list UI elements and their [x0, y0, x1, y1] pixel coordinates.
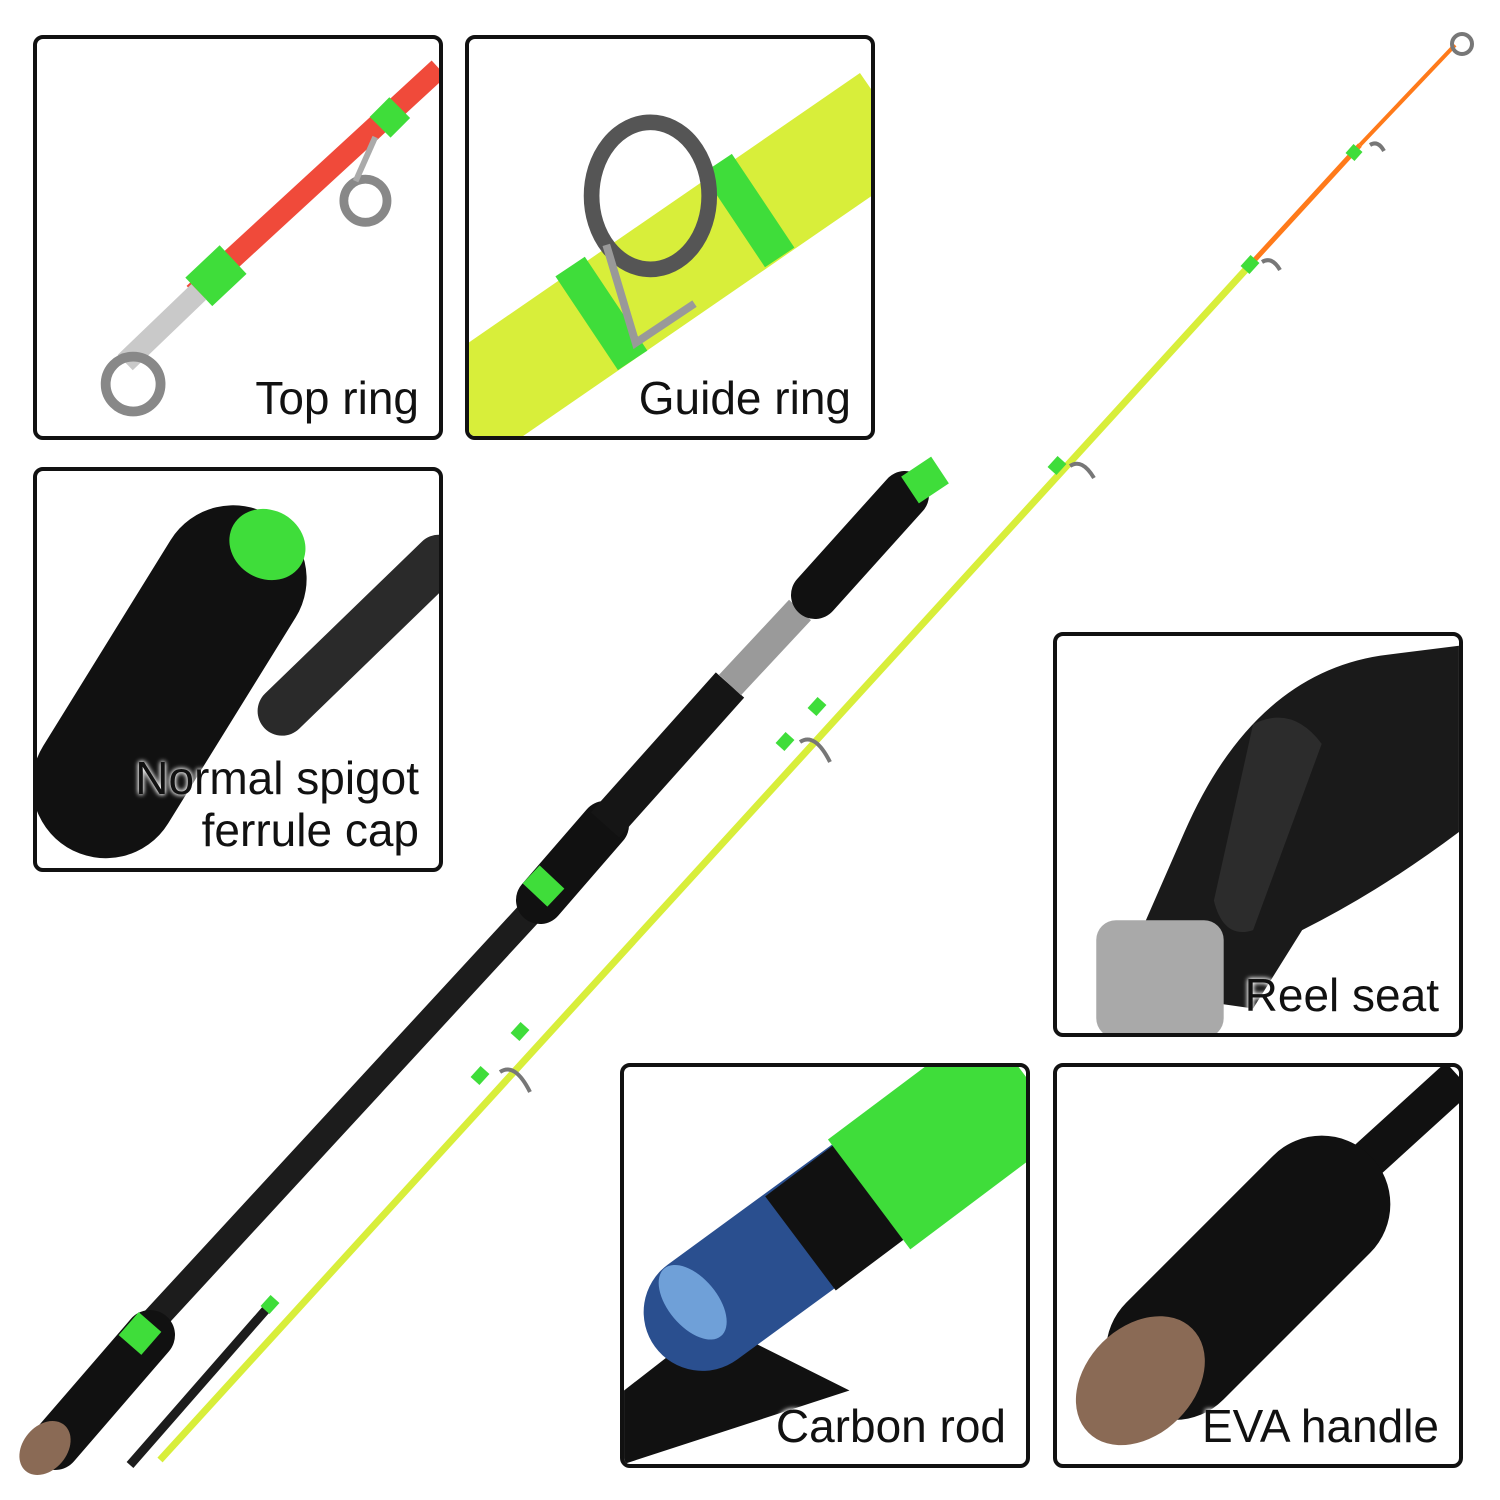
rod-tip-section: [157, 262, 1253, 1463]
panel-guide-ring: Guide ring: [465, 35, 875, 440]
ferrule-cap-label-line1: Normal spigot: [135, 752, 419, 804]
guide-ring-photo: [469, 73, 871, 436]
panel-top-ring: Top ring: [33, 35, 443, 440]
eva-handle-photo: [1075, 1067, 1459, 1446]
ferrule-cap-label: Normal spigot ferrule cap: [135, 752, 419, 856]
guide-ring-icon: [583, 114, 718, 278]
reel-seat-photo: [1096, 645, 1459, 1033]
top-ring-icon: [100, 351, 166, 417]
carbon-rod-photo: [624, 1067, 1026, 1464]
rod-butt-blank: [132, 867, 573, 1343]
tip-guides: [260, 144, 1363, 1315]
rod-tip-butt: [126, 1302, 274, 1468]
top-ring-label: Top ring: [255, 372, 419, 424]
panel-carbon-rod: Carbon rod: [620, 1063, 1030, 1468]
carbon-rod-label: Carbon rod: [775, 1400, 1006, 1452]
panel-reel-seat: Reel seat: [1053, 632, 1463, 1037]
guide-ring-label: Guide ring: [638, 372, 851, 424]
rod-orange-tip-end: [1358, 43, 1457, 147]
eva-handle-label: EVA handle: [1201, 1400, 1439, 1452]
butt-cork-handle: [19, 1310, 175, 1475]
ferrule-cap-label-line2: ferrule cap: [201, 804, 419, 856]
ferrule-cap-photo: [37, 505, 439, 859]
top-ring-photo: [100, 60, 439, 417]
panel-ferrule-cap: Normal spigot ferrule cap: [33, 467, 443, 872]
fore-grip: [516, 456, 949, 924]
reel-seat-label: Reel seat: [1244, 969, 1439, 1021]
guide-rings: [498, 32, 1474, 1093]
panel-eva-handle: EVA handle: [1053, 1063, 1463, 1468]
rod-orange-tip: [1248, 143, 1362, 267]
